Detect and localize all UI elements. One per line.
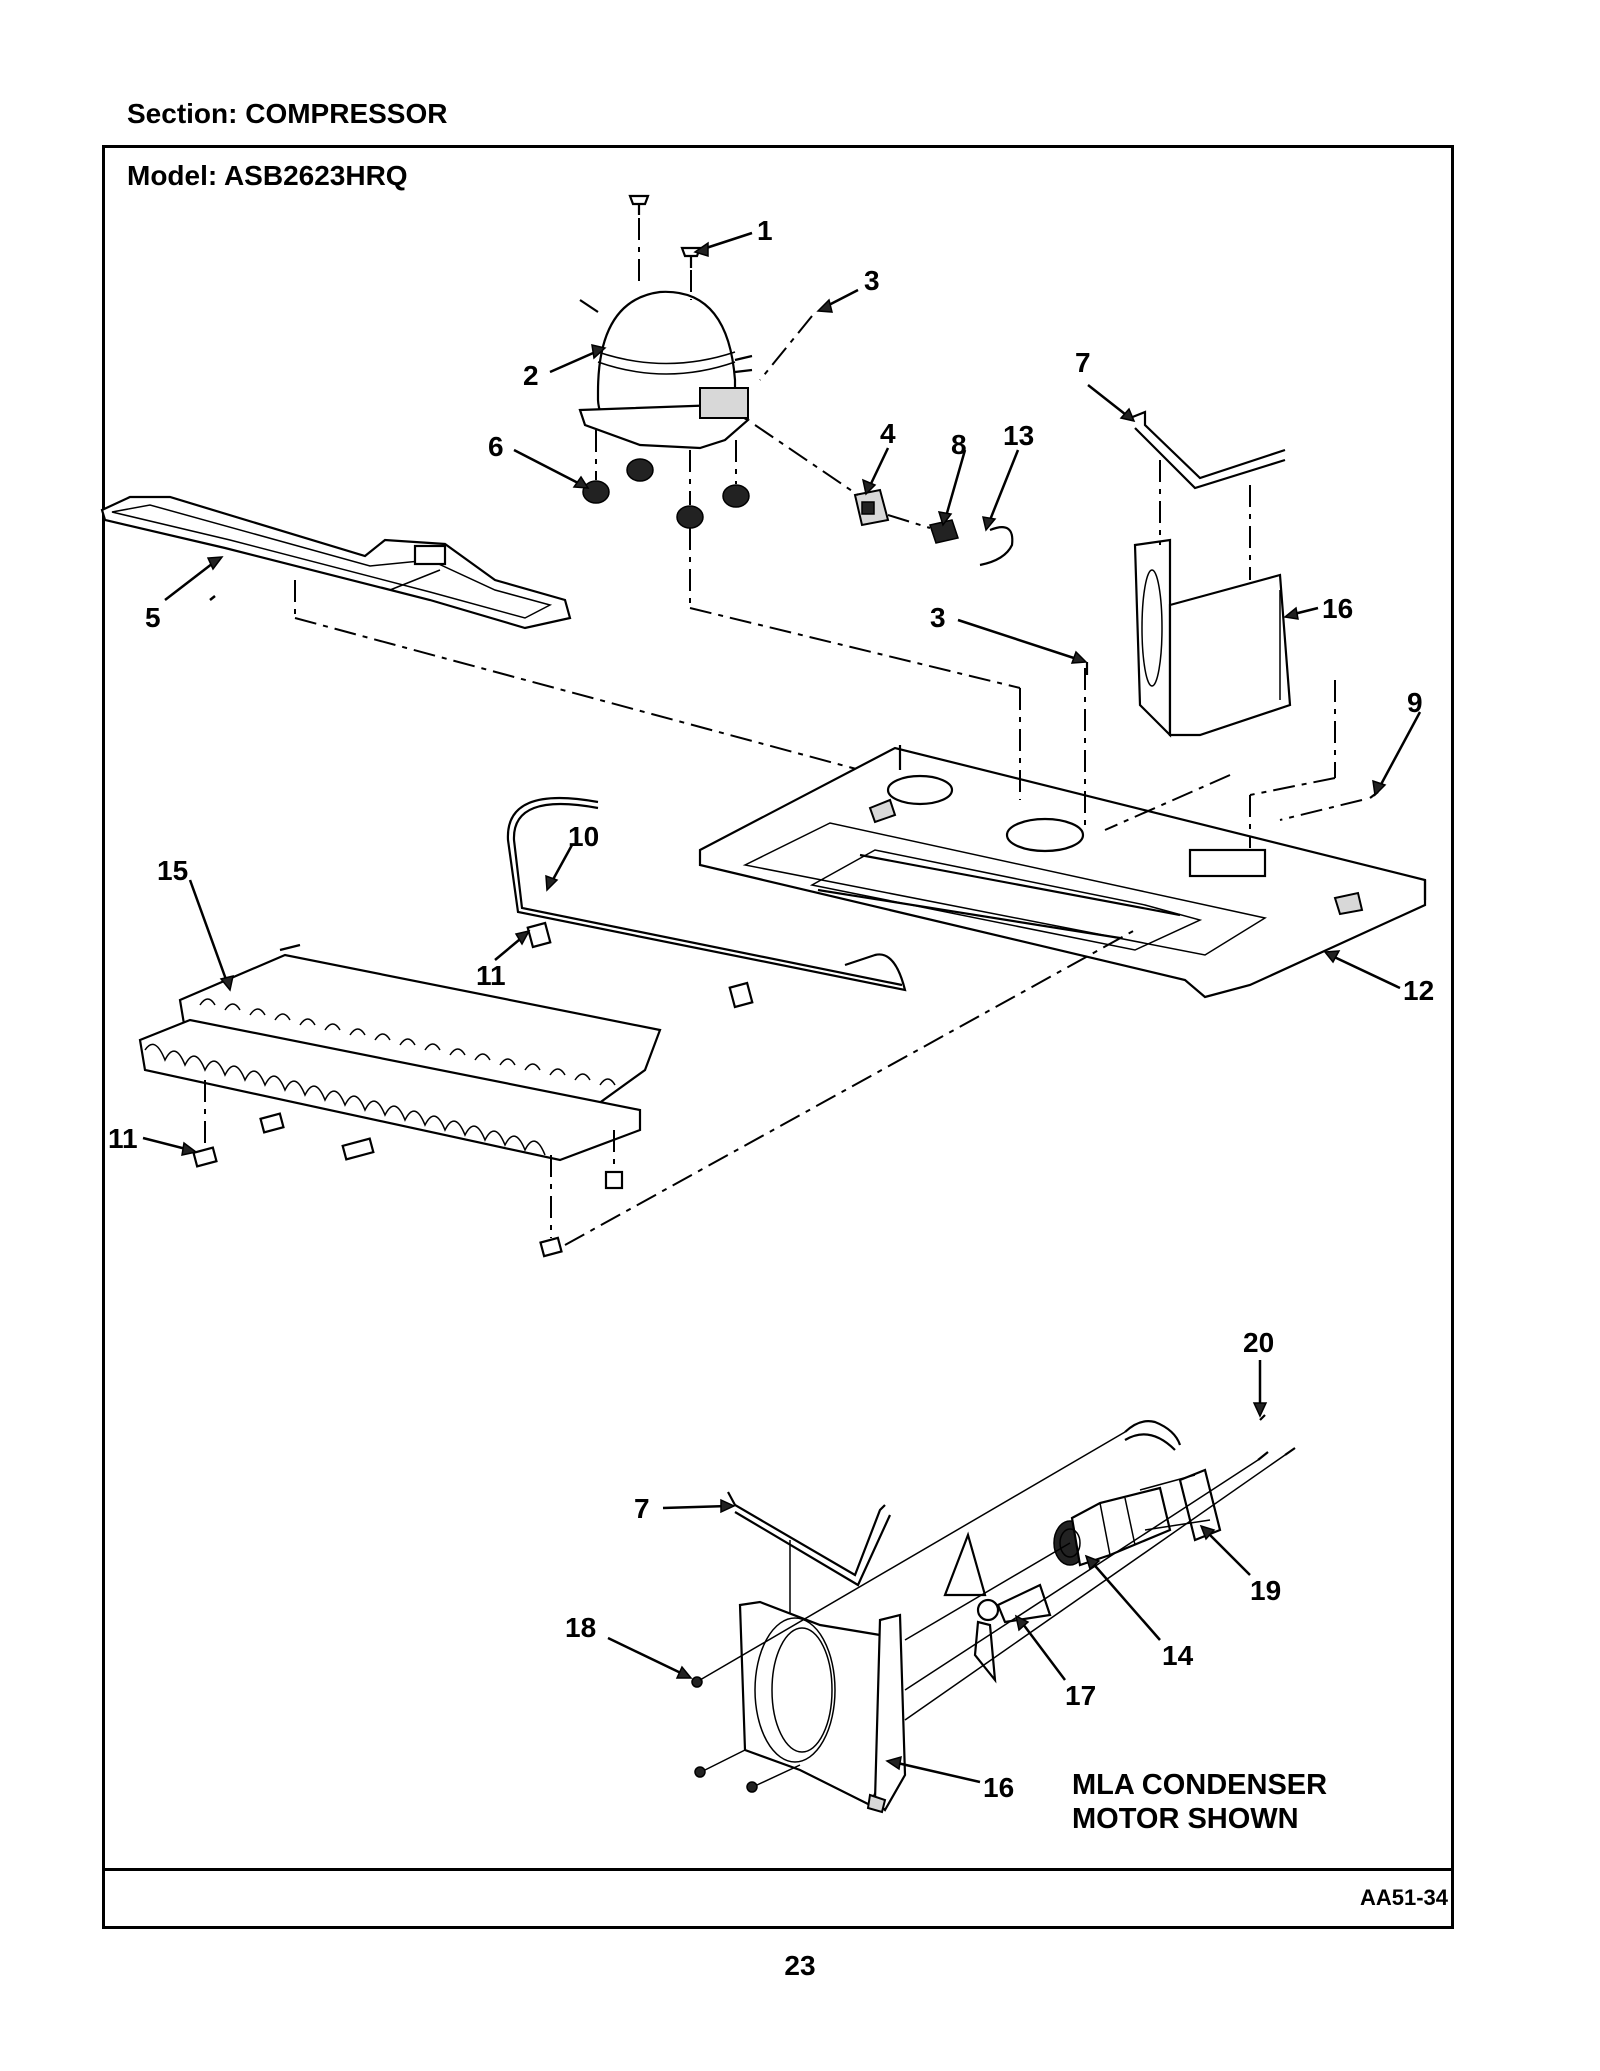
condenser-motor-part-14	[1053, 1486, 1172, 1567]
diagram-frame	[102, 145, 1454, 1929]
callout-2: 2	[523, 360, 539, 391]
callout-11-bottom: 11	[108, 1123, 138, 1154]
callout-12: 12	[1403, 975, 1434, 1006]
callout-3-middle: 3	[930, 602, 946, 633]
relay-part-4	[754, 424, 890, 527]
fan-shroud-part-16-top	[1133, 460, 1292, 738]
fan-shroud-part-16-bottom	[738, 1600, 907, 1814]
motor-note-line-2: MOTOR SHOWN	[1072, 1803, 1299, 1835]
bolt-part-1	[628, 194, 702, 300]
tube-part-10	[506, 796, 907, 1009]
callout-20: 20	[1243, 1327, 1274, 1358]
model-title: Model: ASB2623HRQ	[127, 160, 408, 191]
overload-part-8	[887, 514, 959, 544]
base-plate-part-12	[698, 745, 1427, 999]
page-number: 23	[784, 1950, 816, 1981]
callout-13: 13	[1003, 420, 1034, 451]
callout-3-top: 3	[864, 265, 880, 296]
callout-10: 10	[568, 821, 599, 852]
callout-7-top: 7	[1075, 347, 1091, 378]
callout-5: 5	[145, 602, 161, 633]
motor-note-line-1: MLA CONDENSER	[1072, 1769, 1328, 1801]
callout-6: 6	[488, 431, 504, 462]
callout-14: 14	[1162, 1640, 1194, 1671]
assembly-leaders	[689, 528, 1363, 848]
fan-blade-part-17	[943, 1531, 1052, 1684]
callout-7-bottom: 7	[634, 1493, 650, 1524]
callout-4: 4	[880, 418, 896, 449]
section-title: Section: COMPRESSOR	[127, 98, 448, 129]
support-bracket-part-7-bottom	[727, 1491, 892, 1625]
motor-cover	[1124, 1420, 1182, 1451]
screws-part-18	[691, 1676, 801, 1793]
callout-8: 8	[951, 429, 967, 460]
callout-leaders	[142, 231, 1422, 1784]
drawing-id: AA51-34	[1359, 1885, 1448, 1910]
lower-assembly-leaders	[699, 1431, 1286, 1721]
grommets-part-6	[582, 430, 750, 529]
motor-note: MLA CONDENSER MOTOR SHOWN	[1072, 1768, 1327, 1836]
callout-1: 1	[757, 215, 773, 246]
support-bracket-part-7-top	[1129, 410, 1286, 490]
callout-16-top: 16	[1322, 593, 1353, 624]
motor-bracket-part-19	[1139, 1468, 1222, 1542]
condenser-coil-part-15	[138, 943, 662, 1162]
drain-pan-part-5	[100, 495, 861, 771]
screws-part-20	[1257, 1414, 1296, 1461]
screw-part-3-top	[759, 304, 831, 381]
wire-clip-part-13	[979, 526, 1014, 567]
callout-18: 18	[565, 1612, 596, 1643]
frame-divider	[102, 1868, 1454, 1871]
callout-17: 17	[1065, 1680, 1096, 1711]
callout-9: 9	[1407, 687, 1423, 718]
callout-15: 15	[157, 855, 188, 886]
compressor-part-2	[578, 290, 753, 450]
standoffs-part-11	[192, 929, 1136, 1258]
callout-16-bottom: 16	[983, 1772, 1014, 1803]
callout-11-top: 11	[476, 960, 506, 991]
callout-19: 19	[1250, 1575, 1281, 1606]
callout-labels: 1 3 2 7 4 8 13 6 5 3 16 9 10 15 11 12 11…	[108, 215, 1434, 1803]
